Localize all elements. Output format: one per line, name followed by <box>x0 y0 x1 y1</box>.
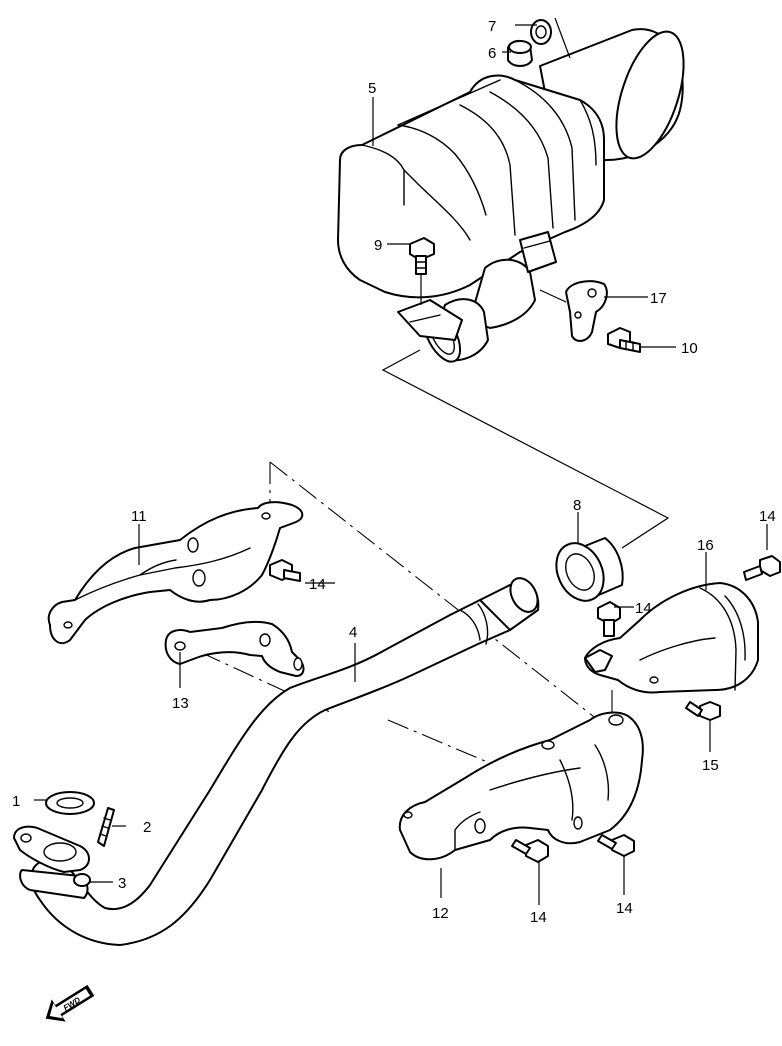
callout-16: 16 <box>697 537 714 554</box>
callout-1: 1 <box>12 793 20 810</box>
callout-11: 11 <box>131 508 147 525</box>
callout-14-top-right: 14 <box>759 508 776 525</box>
callout-10: 10 <box>681 340 698 357</box>
bolt-14-left <box>269 559 301 582</box>
bolt-14-top-right <box>743 555 781 581</box>
stud-bolt-2 <box>97 807 115 847</box>
bolt-15 <box>685 701 721 721</box>
callout-4: 4 <box>349 624 357 641</box>
callout-14-bottom-left: 14 <box>530 909 547 926</box>
bolt-14-bottom-left <box>511 839 549 863</box>
callout-6: 6 <box>488 45 496 62</box>
heat-shield-16 <box>584 582 759 694</box>
bolt-10 <box>607 327 641 353</box>
callout-13: 13 <box>172 695 189 712</box>
exhaust-pipe-4 <box>13 577 540 946</box>
callout-17: 17 <box>650 290 667 307</box>
bracket-17 <box>539 280 608 342</box>
callout-8: 8 <box>573 497 581 514</box>
callout-2: 2 <box>143 819 151 836</box>
bolt-14-bottom-right <box>597 834 635 857</box>
callout-12: 12 <box>432 905 449 922</box>
bolt-9 <box>409 237 435 305</box>
grommet-7 <box>530 19 552 45</box>
sleeve-8 <box>555 537 624 602</box>
heat-shield-12 <box>398 711 644 861</box>
gasket-1 <box>45 791 95 815</box>
callout-14-left: 14 <box>309 576 326 593</box>
callout-14-bottom-right: 14 <box>616 900 633 917</box>
callout-7: 7 <box>488 18 496 35</box>
nut-6 <box>507 40 533 67</box>
callout-5: 5 <box>368 80 376 97</box>
callout-14-middle: 14 <box>635 600 652 617</box>
fwd-direction-icon: FWD <box>45 984 95 1022</box>
bracket-13 <box>164 620 305 677</box>
callout-3: 3 <box>118 875 126 892</box>
heat-shield-11 <box>47 501 304 645</box>
muffler <box>337 28 685 363</box>
callout-15: 15 <box>702 757 719 774</box>
callout-9: 9 <box>374 237 382 254</box>
